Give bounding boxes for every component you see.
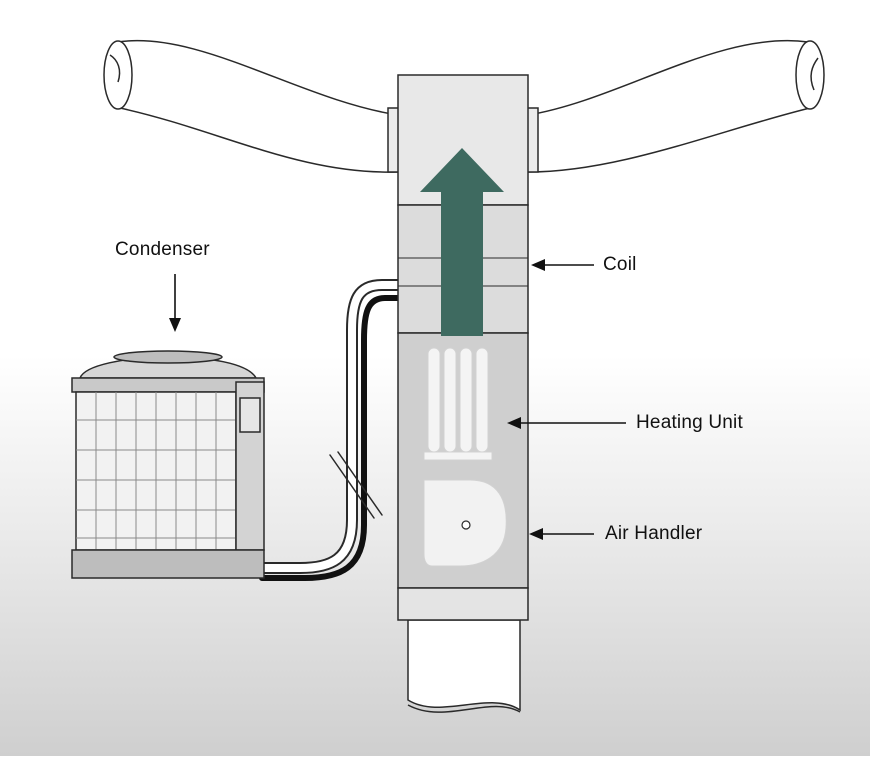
heating-elements <box>423 347 493 461</box>
condenser-label: Condenser <box>115 239 210 260</box>
right-duct <box>527 39 811 173</box>
left-duct <box>117 39 399 173</box>
filter-base <box>397 587 529 621</box>
left-duct-end <box>103 40 133 110</box>
heating-unit-label: Heating Unit <box>636 412 743 433</box>
return-duct <box>407 619 521 713</box>
pointer-arrows <box>169 259 626 540</box>
coil-label: Coil <box>603 254 637 275</box>
air-handler-label: Air Handler <box>605 523 703 544</box>
condenser-unit <box>71 350 265 579</box>
condenser-base <box>71 549 265 579</box>
blower <box>423 479 507 567</box>
airflow-arrow <box>420 148 504 336</box>
right-duct-end <box>795 40 825 110</box>
refrigerant-lines <box>256 279 404 581</box>
supply-duct <box>103 39 825 173</box>
